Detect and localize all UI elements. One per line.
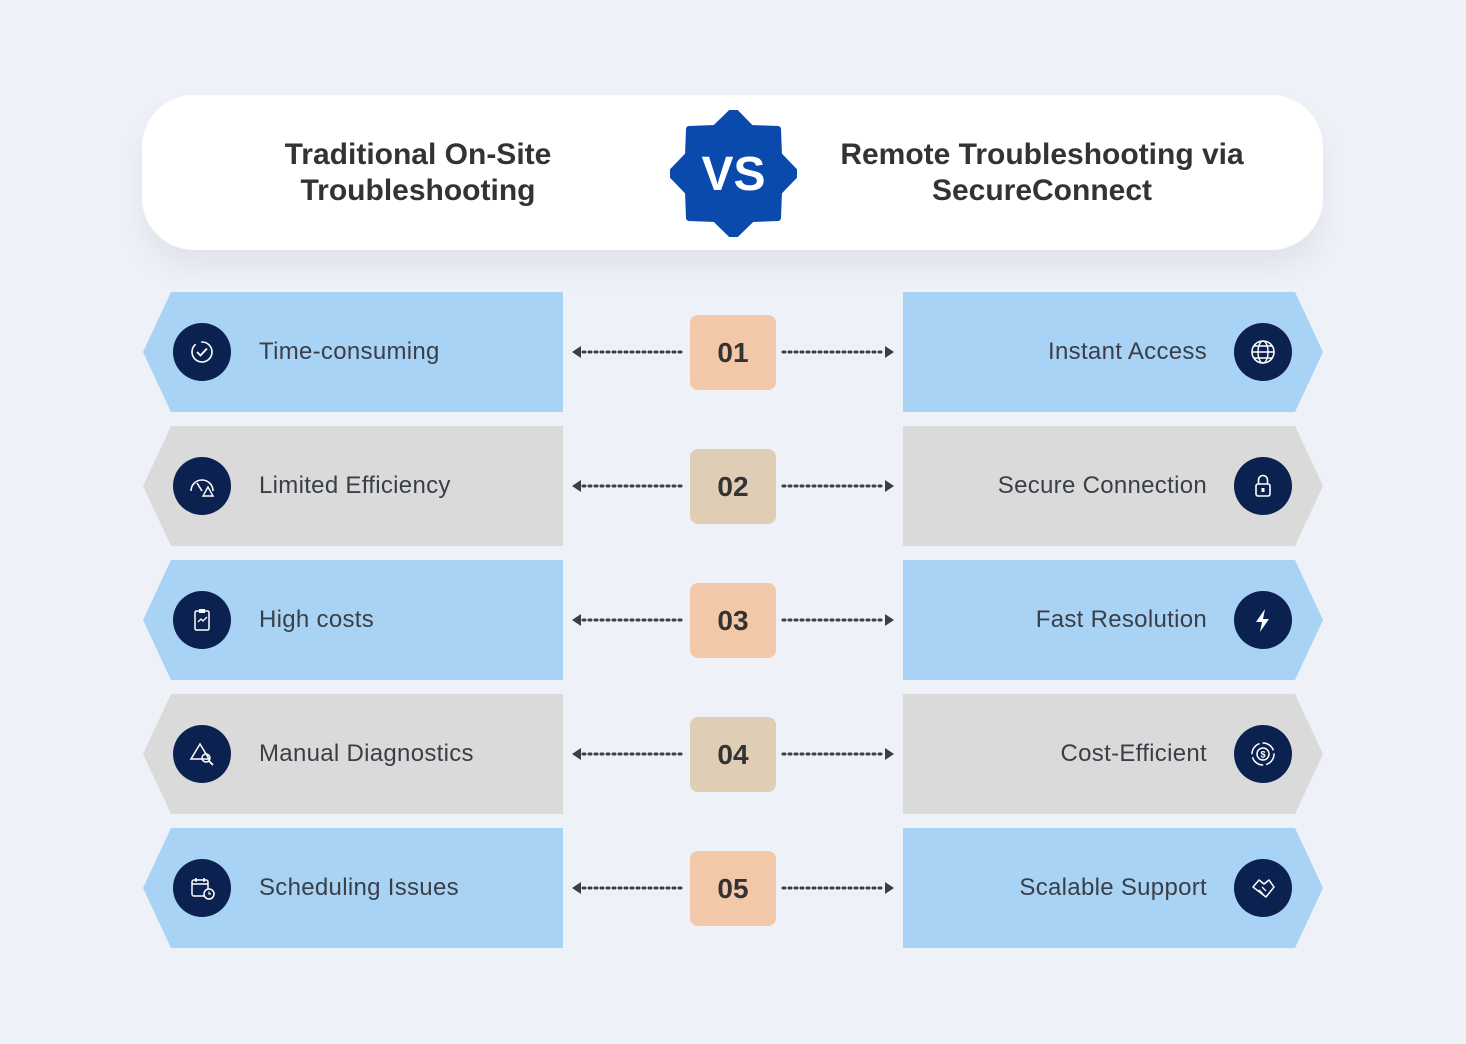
remote-item: Instant Access — [903, 292, 1323, 412]
arrow-left-icon — [572, 882, 685, 894]
traditional-item: Time-consuming — [143, 292, 563, 412]
traditional-item-label: High costs — [259, 606, 375, 633]
row-number: 02 — [690, 449, 776, 524]
traditional-item-label: Time-consuming — [259, 338, 440, 365]
right-title: Remote Troubleshooting via SecureConnect — [840, 137, 1244, 207]
traditional-item: Limited Efficiency — [143, 426, 563, 546]
traditional-item: Scheduling Issues — [143, 828, 563, 948]
lock-icon — [1234, 457, 1292, 515]
clock-check-icon — [173, 323, 231, 381]
remote-item-label: Scalable Support — [1019, 874, 1207, 901]
remote-item: Fast Resolution — [903, 560, 1323, 680]
money-cycle-icon: $ — [1234, 725, 1292, 783]
remote-item-label: Fast Resolution — [1035, 606, 1207, 633]
svg-text:$: $ — [1260, 750, 1265, 760]
cost-clipboard-icon — [173, 591, 231, 649]
arrow-right-icon — [781, 748, 894, 760]
arrow-right-icon — [781, 882, 894, 894]
traditional-item-label: Limited Efficiency — [259, 472, 451, 499]
traditional-item-label: Manual Diagnostics — [259, 740, 474, 767]
remote-item-label: Instant Access — [1048, 338, 1207, 365]
remote-item: Secure Connection — [903, 426, 1323, 546]
row-number: 04 — [690, 717, 776, 792]
arrow-left-icon — [572, 346, 685, 358]
arrow-right-icon — [781, 614, 894, 626]
row-number: 01 — [690, 315, 776, 390]
diagnostic-search-icon — [173, 725, 231, 783]
vs-badge: VS — [670, 110, 797, 237]
remote-item: Scalable Support — [903, 828, 1323, 948]
globe-icon — [1234, 323, 1292, 381]
traditional-item-label: Scheduling Issues — [259, 874, 459, 901]
remote-item: Cost-Efficient $ — [903, 694, 1323, 814]
arrow-right-icon — [781, 346, 894, 358]
row-number: 05 — [690, 851, 776, 926]
gauge-warning-icon — [173, 457, 231, 515]
calendar-clock-icon — [173, 859, 231, 917]
remote-item-label: Secure Connection — [997, 472, 1207, 499]
traditional-item: High costs — [143, 560, 563, 680]
vs-label: VS — [701, 148, 765, 201]
handshake-icon — [1234, 859, 1292, 917]
left-title: Traditional On-Site Troubleshooting — [284, 137, 552, 207]
arrow-left-icon — [572, 614, 685, 626]
row-number: 03 — [690, 583, 776, 658]
remote-item-label: Cost-Efficient — [1060, 740, 1207, 767]
lightning-icon — [1234, 591, 1292, 649]
traditional-item: Manual Diagnostics — [143, 694, 563, 814]
arrow-left-icon — [572, 480, 685, 492]
arrow-left-icon — [572, 748, 685, 760]
arrow-right-icon — [781, 480, 894, 492]
